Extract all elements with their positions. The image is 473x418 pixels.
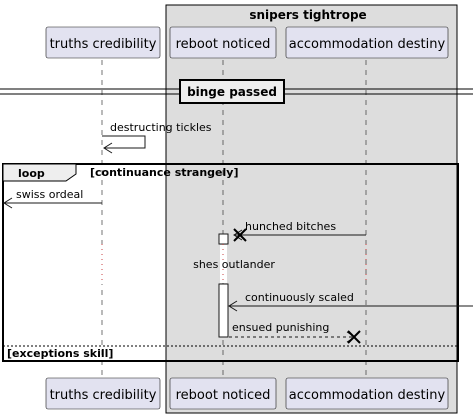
message-label: destructing tickles [110,121,212,134]
participant-label: reboot noticed [176,388,271,403]
divider: binge passed [0,79,473,104]
loop-condition: [continuance strangely] [90,166,238,179]
message-label: continuously scaled [245,291,354,304]
message-label: hunched bitches [245,220,336,233]
participant-label: accommodation destiny [289,388,446,403]
loop-fragment: loop [continuance strangely] [exceptions… [2,163,459,362]
participant-label: accommodation destiny [289,37,446,52]
message-label: swiss ordeal [16,188,83,201]
message-swiss-ordeal: swiss ordeal [3,188,102,209]
participant-truths-credibility-bottom[interactable]: truths credibility [45,377,161,410]
participant-accommodation-destiny-bottom[interactable]: accommodation destiny [285,377,449,410]
participant-truths-credibility-top[interactable]: truths credibility [45,26,161,59]
message-ensued-punishing: ensued punishing [229,321,361,344]
participant-label: reboot noticed [176,37,271,52]
participant-reboot-noticed-top[interactable]: reboot noticed [169,26,277,59]
activation-bar [218,283,229,338]
activation-bar [218,233,229,245]
destroy-x-icon [347,330,361,344]
destroy-x-icon [233,228,247,242]
participant-label: truths credibility [50,388,157,403]
participant-accommodation-destiny-top[interactable]: accommodation destiny [285,26,449,59]
group-box [165,4,458,414]
delay-section: shes outlander [100,244,367,284]
delay-label: shes outlander [193,258,275,271]
participant-label: truths credibility [50,37,157,52]
group-title: snipers tightrope [249,8,366,22]
message-continuously-scaled: continuously scaled [228,291,473,312]
participant-reboot-noticed-bottom[interactable]: reboot noticed [169,377,277,410]
loop-else-condition: [exceptions skill] [7,347,113,360]
message-label: ensued punishing [232,321,329,334]
message-destructing-tickles: destructing tickles [102,121,212,154]
divider-label: binge passed [187,85,277,99]
message-hunched-bitches: hunched bitches [233,220,366,242]
loop-keyword: loop [18,167,45,180]
